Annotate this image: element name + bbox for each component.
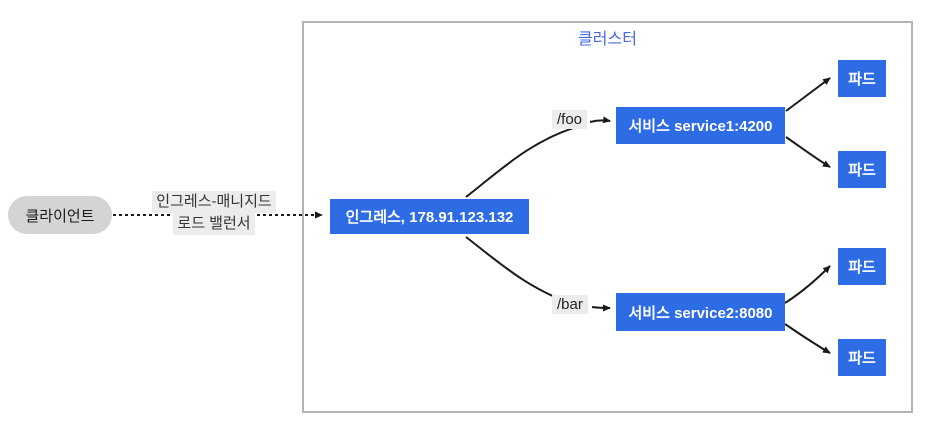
pod-node: 파드	[838, 248, 886, 285]
service1-node: 서비스 service1:4200	[616, 107, 785, 144]
ingress-node: 인그레스, 178.91.123.132	[330, 199, 529, 234]
load-balancer-label: 인그레스-매니지드 로드 밸런서	[128, 191, 300, 235]
service2-node: 서비스 service2:8080	[616, 293, 785, 331]
route-label-foo: /foo	[552, 110, 588, 129]
ingress-to-foo-curve	[465, 125, 581, 198]
service2-to-pod4-arrow	[784, 323, 831, 354]
pod-node: 파드	[838, 339, 886, 376]
bar-to-service2-arrow	[591, 304, 611, 312]
load-balancer-label-line2: 로드 밸런서	[173, 213, 255, 235]
load-balancer-label-line1: 인그레스-매니지드	[152, 191, 276, 213]
route-label-bar: /bar	[552, 295, 588, 314]
pod-node: 파드	[838, 60, 886, 97]
cluster-title: 클러스터	[578, 31, 637, 48]
pod-node: 파드	[838, 151, 886, 188]
client-node: 클라이언트	[8, 196, 112, 234]
service1-to-pod2-arrow	[785, 136, 831, 168]
foo-to-service1-arrow	[589, 116, 611, 124]
service2-to-pod3-arrow	[784, 265, 831, 304]
cluster-boundary	[302, 21, 913, 413]
service1-to-pod1-arrow	[785, 77, 831, 112]
